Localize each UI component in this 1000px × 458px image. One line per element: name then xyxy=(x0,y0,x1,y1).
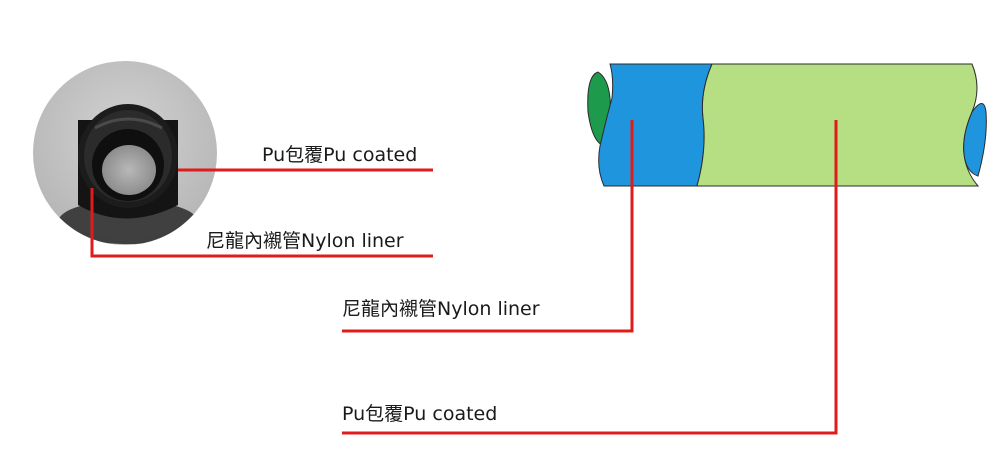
label-cross-section-nylon-liner: 尼龍內襯管Nylon liner xyxy=(206,230,404,252)
tube-bore xyxy=(102,145,156,195)
label-tube-nylon-liner: 尼龍內襯管Nylon liner xyxy=(342,298,540,320)
tube-illustration xyxy=(587,63,987,187)
tube-right-end-liner xyxy=(963,103,987,177)
leader-line-cross-section-nylon xyxy=(90,188,433,258)
cross-section-photo xyxy=(33,61,217,245)
leader-line-tube-nylon xyxy=(342,120,634,333)
leader-lines xyxy=(90,120,838,435)
label-cross-section-pu-coated: Pu包覆Pu coated xyxy=(262,144,418,166)
label-tube-pu-coated: Pu包覆Pu coated xyxy=(342,403,498,425)
nylon-liner-section xyxy=(598,63,713,187)
leader-line-tube-pu xyxy=(342,120,838,435)
